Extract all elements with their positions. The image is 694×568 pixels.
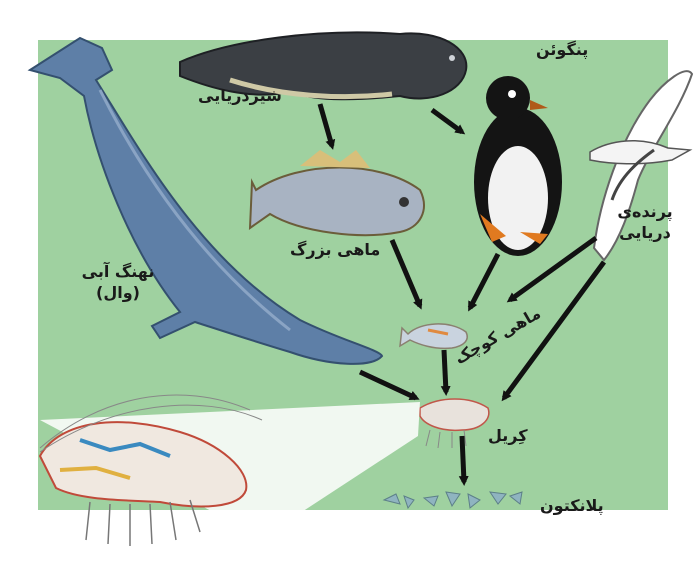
- label-penguin: پنگوئن: [536, 40, 588, 61]
- label-seabird: پرنده‌ی دریایی: [610, 202, 680, 244]
- arrow-small-fish-to-krill: [444, 350, 446, 392]
- big-fish-icon: [250, 150, 424, 235]
- label-whale-line2: (وال): [72, 283, 164, 304]
- arrow-krill-to-plankton: [462, 436, 464, 482]
- label-plankton: پلانکتون: [540, 496, 604, 517]
- label-seabird-line1: پرنده‌ی: [610, 202, 680, 223]
- label-seabird-line2: دریایی: [610, 223, 680, 244]
- label-krill: کِریل: [488, 426, 528, 447]
- arrow-seal-to-big-fish: [320, 104, 332, 146]
- plankton-icon: [384, 492, 522, 508]
- label-seal: شیردریایی: [198, 86, 282, 107]
- arrow-penguin-to-small-fish: [470, 254, 498, 308]
- label-whale-line1: نهنگ آبی: [72, 262, 164, 283]
- krill-icon: [420, 399, 489, 448]
- arrow-big-fish-to-small-fish: [392, 240, 420, 306]
- penguin-icon: [474, 76, 562, 256]
- label-big-fish: ماهی بزرگ: [290, 240, 380, 261]
- label-whale: نهنگ آبی (وال): [72, 262, 164, 304]
- arrow-whale-to-krill: [360, 372, 416, 398]
- arrow-seal-to-penguin: [432, 110, 462, 132]
- small-fish-icon: [400, 324, 467, 348]
